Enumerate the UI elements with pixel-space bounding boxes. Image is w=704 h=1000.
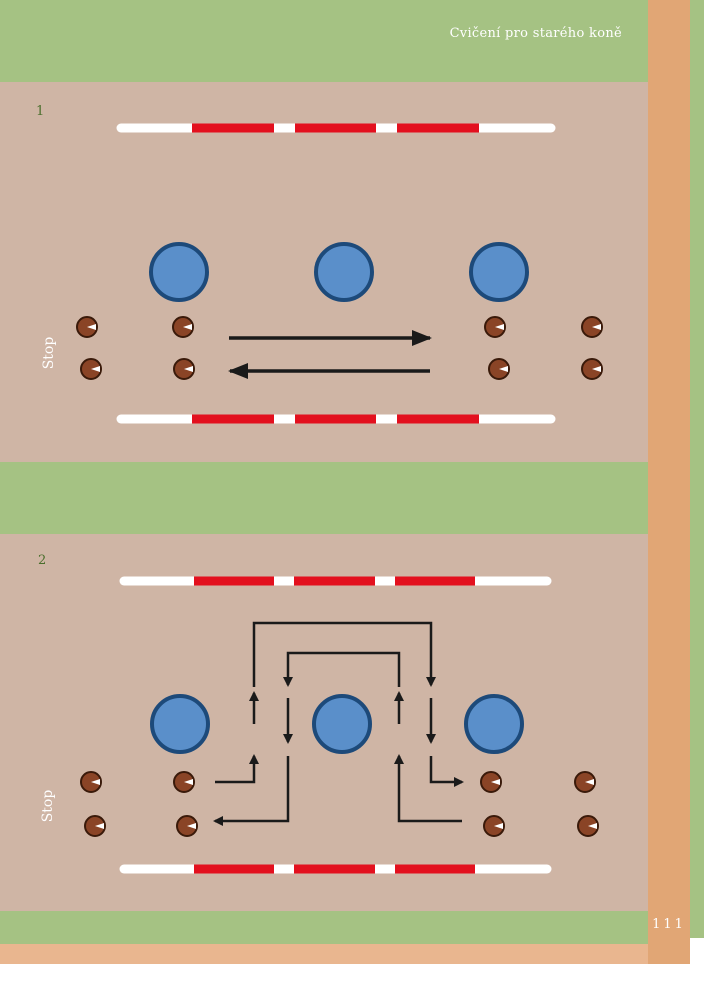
route-arrow xyxy=(394,754,462,823)
diagram-2-bottom-pole xyxy=(119,864,552,874)
cone xyxy=(172,316,194,338)
cone xyxy=(581,358,603,380)
diagram-1-barrels xyxy=(149,242,529,302)
route-arrow xyxy=(215,754,259,784)
cone xyxy=(480,771,502,793)
cone xyxy=(488,358,510,380)
barrel xyxy=(469,242,529,302)
cone xyxy=(80,771,102,793)
top-green-band xyxy=(0,0,648,82)
cone xyxy=(577,815,599,837)
page-number: 111 xyxy=(652,917,686,932)
barrel xyxy=(150,694,210,754)
route-arrow xyxy=(429,756,464,787)
route-arrow xyxy=(252,621,436,687)
diagram-1-arrows xyxy=(228,330,432,379)
barrel xyxy=(149,242,209,302)
middle-green-band xyxy=(0,462,648,534)
route-arrow xyxy=(283,651,401,687)
cone xyxy=(76,316,98,338)
cone xyxy=(574,771,596,793)
header-title: Cvičení pro starého koně xyxy=(449,26,622,41)
cone xyxy=(173,358,195,380)
diagram-1-number: 1 xyxy=(36,104,45,119)
diagram-2-arrows xyxy=(213,621,464,826)
diagram-1-top-pole xyxy=(116,123,556,133)
cone xyxy=(484,316,506,338)
right-edge-green xyxy=(690,0,704,938)
barrel xyxy=(464,694,524,754)
barrel xyxy=(314,242,374,302)
right-side-strip xyxy=(648,0,690,964)
cone xyxy=(84,815,106,837)
route-arrow xyxy=(213,756,290,826)
cone xyxy=(173,771,195,793)
cone xyxy=(176,815,198,837)
bottom-peach-band xyxy=(0,944,690,964)
diagram-2-top-pole xyxy=(119,576,552,586)
diagram-2-number: 2 xyxy=(38,553,47,568)
diagram-1-cones xyxy=(76,316,603,380)
barrel xyxy=(312,694,372,754)
diagram-2-cones xyxy=(80,771,599,837)
cone xyxy=(80,358,102,380)
bottom-green-band xyxy=(0,911,648,944)
diagram-2-barrels xyxy=(150,694,524,754)
cone xyxy=(581,316,603,338)
diagram-1-bottom-pole xyxy=(116,414,556,424)
cone xyxy=(483,815,505,837)
